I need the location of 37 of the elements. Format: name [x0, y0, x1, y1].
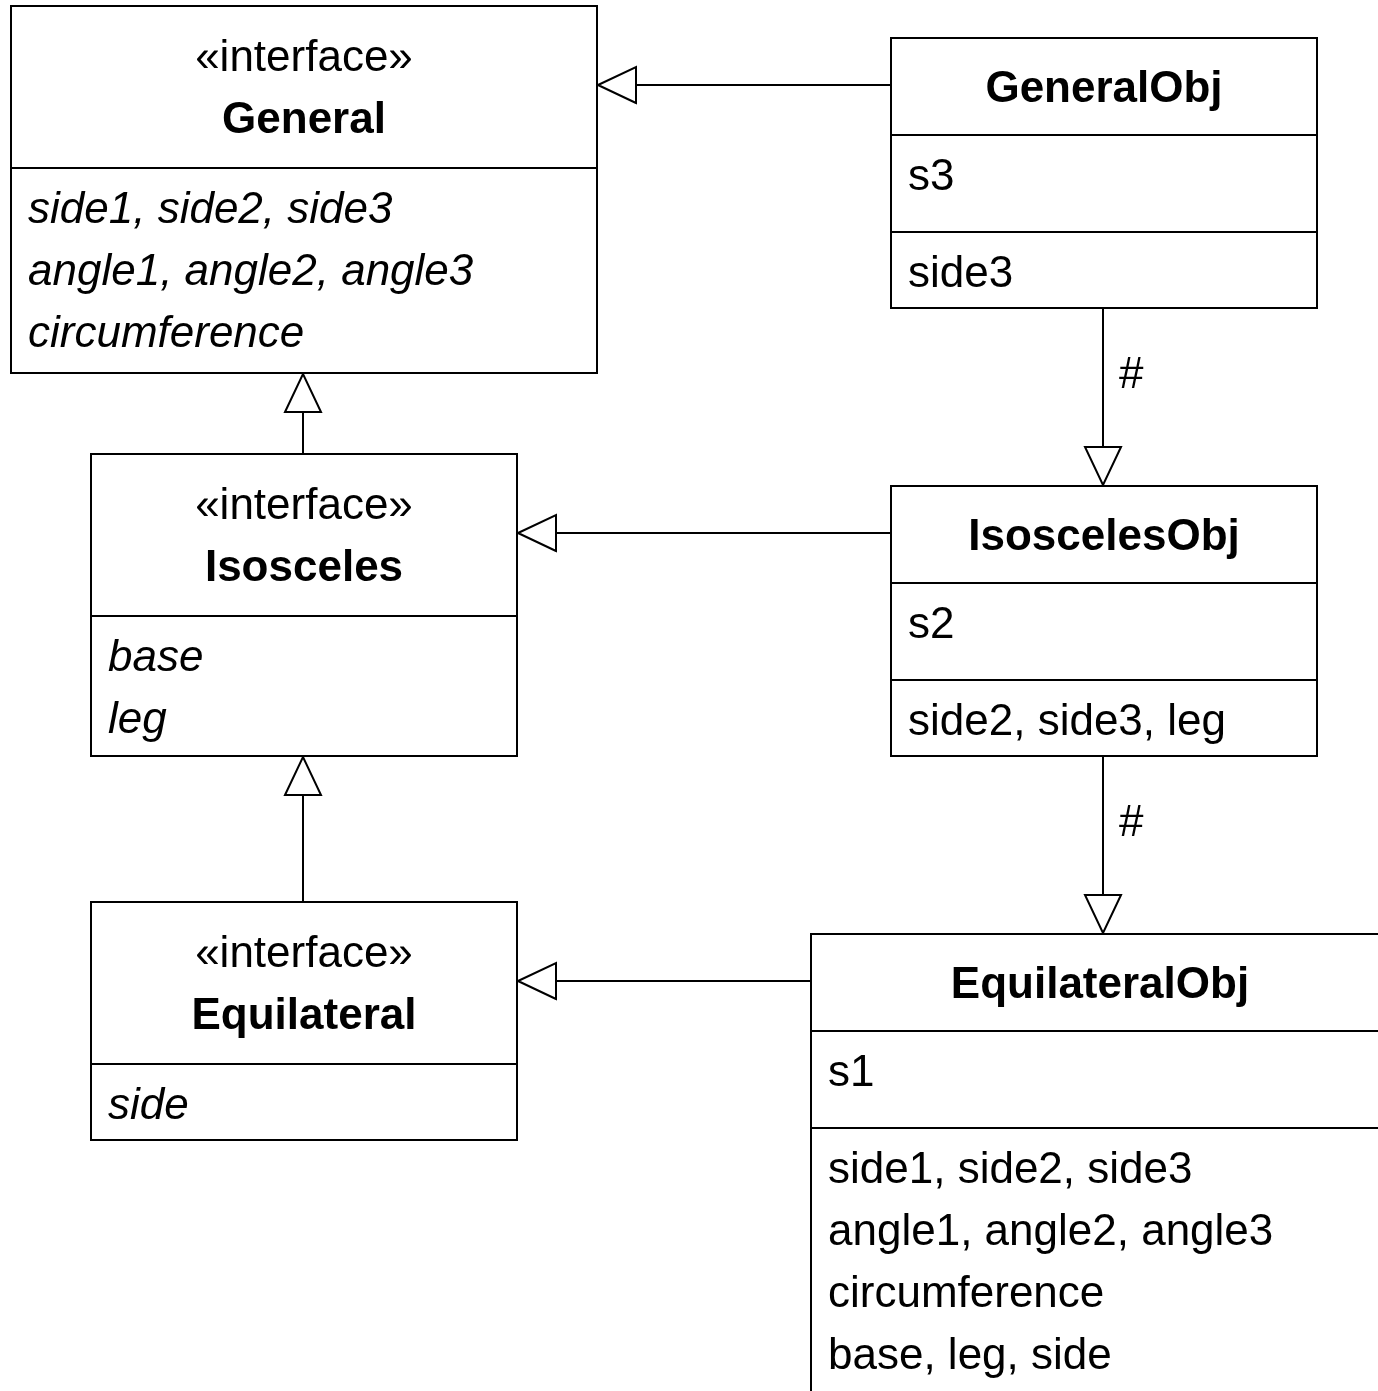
class-box [890, 485, 1318, 757]
stereotype-label: «interface» [195, 30, 413, 82]
attribute-text: s1 [828, 1045, 876, 1097]
class-name: GeneralObj [985, 60, 1223, 113]
attribute-text: side [108, 1078, 190, 1130]
generalization-arrow [517, 514, 891, 552]
generalization-arrow [517, 962, 811, 1000]
attribute-text: side3 [908, 246, 1015, 298]
generalization-arrow [284, 756, 322, 902]
stereotype-label: «interface» [195, 478, 413, 530]
generalization-arrow [1084, 308, 1122, 486]
attribute-text: side1, side2, side3 [828, 1142, 1194, 1194]
class-box [890, 37, 1318, 309]
attribute-text: s2 [908, 597, 956, 649]
class-box [10, 5, 598, 374]
attribute-text: circumference [828, 1266, 1106, 1318]
attribute-text: base, leg, side [828, 1328, 1113, 1380]
generalization-arrow [1084, 756, 1122, 934]
attribute-text: circumference [28, 306, 306, 358]
class-box [810, 933, 1378, 1391]
class-name: General [222, 92, 386, 144]
class-box [90, 453, 518, 757]
attribute-text: angle1, angle2, angle3 [828, 1204, 1275, 1256]
class-box [90, 901, 518, 1141]
stereotype-label: «interface» [195, 926, 413, 978]
generalization-arrow [284, 373, 322, 454]
attribute-text: side1, side2, side3 [28, 182, 394, 234]
class-name: EquilateralObj [950, 956, 1250, 1009]
class-name: Equilateral [191, 988, 417, 1040]
attribute-text: side2, side3, leg [908, 694, 1227, 746]
class-name: Isosceles [204, 540, 404, 592]
attribute-text: s3 [908, 149, 956, 201]
attribute-text: base [108, 630, 205, 682]
attribute-text: angle1, angle2, angle3 [28, 244, 475, 296]
generalization-arrow [597, 66, 891, 104]
class-name: IsoscelesObj [968, 508, 1240, 561]
attribute-text: leg [108, 692, 168, 744]
